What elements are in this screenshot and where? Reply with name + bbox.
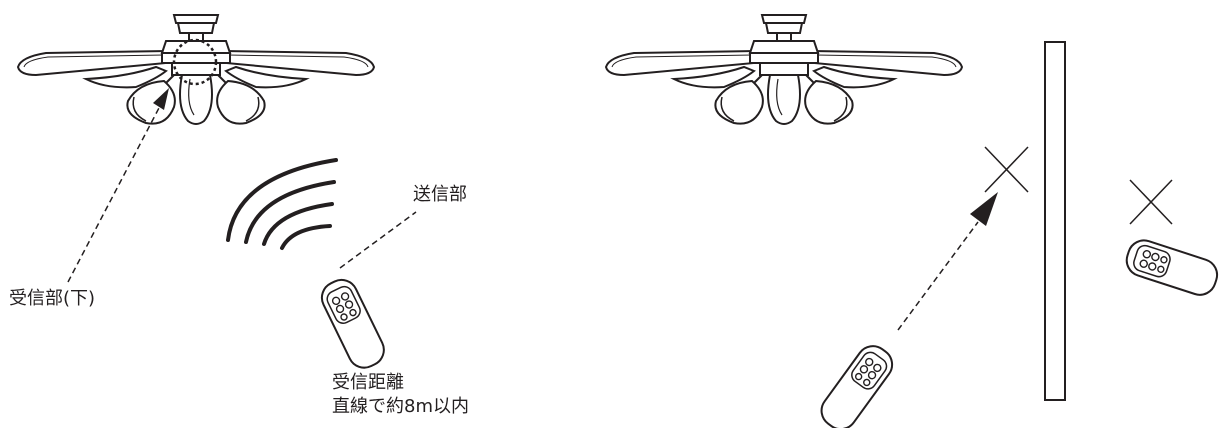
wall-obstacle [1045, 42, 1065, 400]
blocked-signal-arrowhead [970, 192, 998, 226]
signal-waves-icon [228, 160, 336, 248]
blocked-x-mark-right [1130, 180, 1172, 224]
distance-label: 受信距離 直線で約8m以内 [332, 371, 469, 419]
receiver-highlight-circle [174, 40, 216, 84]
receiver-label: 受信部(下) [9, 288, 96, 309]
distance-note: 直線で約8m以内 [332, 396, 469, 417]
receiver-pointer-line [68, 106, 160, 282]
blocked-signal-line [898, 222, 978, 330]
distance-title: 受信距離 [332, 372, 404, 393]
ceiling-fan-left [17, 14, 375, 125]
remote-control-behind-wall [1121, 235, 1221, 300]
remote-control [315, 273, 391, 375]
remote-control-blocked [814, 338, 900, 428]
transmitter-pointer-line [340, 212, 416, 268]
receiver-arrowhead [153, 88, 169, 110]
blocked-x-mark-upper [985, 147, 1028, 192]
ceiling-fan-right [605, 14, 963, 125]
transmitter-label: 送信部 [413, 184, 467, 205]
